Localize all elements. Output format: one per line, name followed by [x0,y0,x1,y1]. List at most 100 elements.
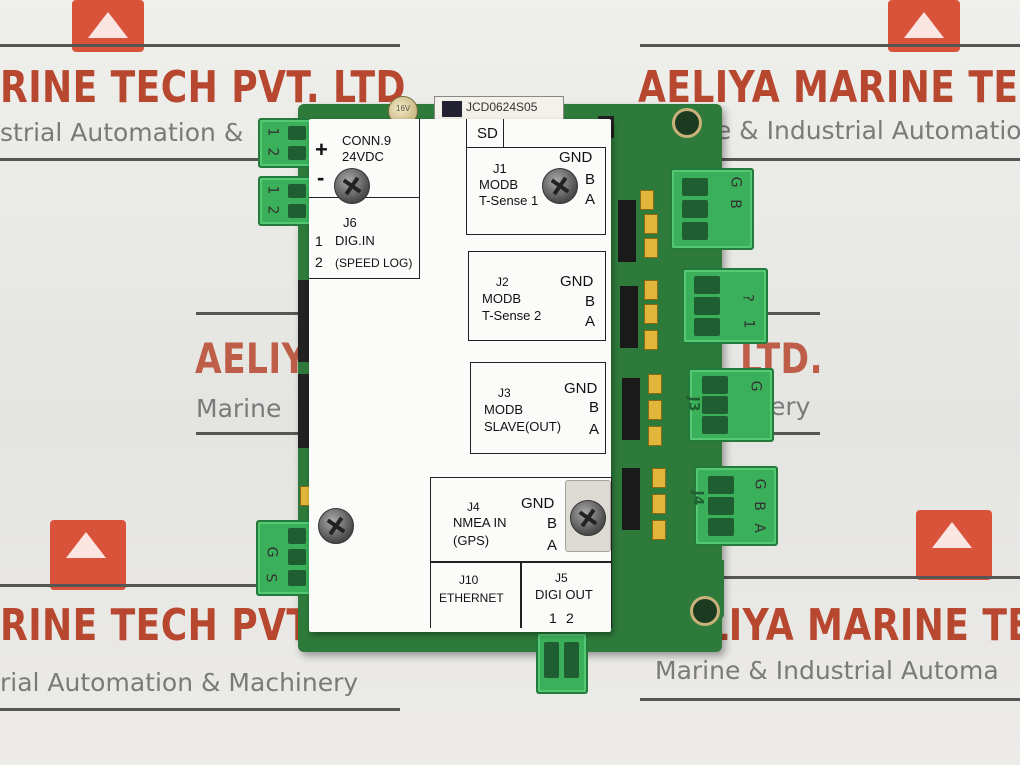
j1-b: B [585,171,596,188]
terminal-label: S [262,573,279,583]
terminal-mark: J3 [685,396,702,412]
terminal-label: G [751,478,768,490]
j10-name: J10 [459,573,479,587]
watermark-rule [740,432,820,435]
j4-b: B [547,515,558,532]
jumper [644,214,658,234]
watermark-tagline: strial Automation & [0,118,244,147]
terminal-block-right-4: G B A J4 [689,466,778,546]
watermark-tagline: ne & Industrial Automation [700,116,1020,145]
watermark-rule [0,584,300,587]
j1-box [466,147,606,235]
jumper [644,280,658,300]
j3-a: A [589,421,600,438]
jumper [652,468,666,488]
mounting-hole [690,596,720,626]
j6-name: J6 [343,215,357,230]
conn9-voltage: 24VDC [342,149,384,164]
j6-pin1: 1 [315,233,323,249]
terminal-block-right-2: ? 1 [682,268,768,344]
label-panel: + - CONN.9 24VDC J6 1 DIG.IN 2 (SPEED LO… [309,119,612,632]
j4-name: J4 [467,500,480,514]
j3-box [470,362,606,454]
conn9-plus: + [315,137,328,162]
jumper [640,190,654,210]
chip [620,286,638,348]
j1-gnd: GND [559,149,593,166]
j2-name: J2 [496,275,509,289]
j2-a: A [585,313,596,330]
terminal-block-right-1: G B [670,168,754,250]
j2-b: B [585,293,596,310]
j4-type: NMEA IN [453,515,507,530]
j5-desc: DIGI OUT [535,587,593,602]
watermark-logo-bottom-right [916,510,992,580]
watermark-rule [196,312,306,315]
watermark-tagline: rial Automation & Machinery [0,668,359,697]
terminal-label: 1 [264,185,281,195]
terminal-label: G [747,380,764,392]
j10-box [430,561,522,628]
side-connector [298,280,310,362]
sd-label: SD [477,125,498,142]
watermark-tagline: Marine [196,394,282,423]
j5-name: J5 [555,571,568,585]
terminal-block-right-3: G J3 [685,368,774,442]
side-connector [298,374,310,448]
j2-gnd: GND [560,273,594,290]
watermark-rule [640,44,1020,47]
terminal-label: 1 [264,127,281,137]
j4-desc: (GPS) [453,533,490,548]
terminal-label: A [750,523,767,533]
screw [570,500,606,536]
screw [334,168,370,204]
mounting-hole [672,108,702,138]
j1-desc: T-Sense 1 [479,193,539,208]
j6-pin2: 2 [315,254,323,270]
j2-type: MODB [482,291,521,306]
jumper [648,426,662,446]
j1-type: MODB [479,177,518,192]
watermark-rule [0,158,290,161]
j3-gnd: GND [564,380,598,397]
j1-a: A [585,191,596,208]
terminal-mark: J4 [689,490,706,506]
watermark-rule [196,432,306,435]
j6-line1: DIG.IN [335,233,375,248]
j2-desc: T-Sense 2 [482,308,542,323]
watermark-logo-top-left [72,0,144,52]
watermark-rule [0,708,400,711]
watermark-rule [740,312,820,315]
j3-name: J3 [498,386,511,400]
watermark-logo-top-right [888,0,960,52]
watermark-tagline: ery [770,392,811,421]
jumper [652,494,666,514]
screw [318,508,354,544]
watermark-company: AELIY [195,334,307,383]
terminal-label: G [727,176,744,188]
jumper [648,374,662,394]
terminal-label: ? [739,294,756,302]
terminal-label: 1 [740,319,757,329]
chip [442,101,462,117]
chip [622,378,640,440]
watermark-rule [715,158,1020,161]
part-number: JCD0624S05 [466,100,538,114]
jumper [648,400,662,420]
watermark-rule [715,576,1020,579]
watermark-logo-bottom-left [50,520,126,590]
j5-pin1: 1 [549,610,557,626]
terminal-block-left-bottom: G S [256,520,314,596]
terminal-label: B [750,501,767,511]
watermark-rule [640,698,1020,701]
watermark-tagline: Marine & Industrial Automa [655,656,999,685]
screw [542,168,578,204]
terminal-label: B [726,199,743,209]
j3-desc: SLAVE(OUT) [484,419,562,434]
jumper [644,330,658,350]
terminal-block-left-top: 1 2 [258,118,314,168]
j4-gnd: GND [521,495,555,512]
chip [618,200,636,262]
terminal-block-bottom [536,632,588,694]
